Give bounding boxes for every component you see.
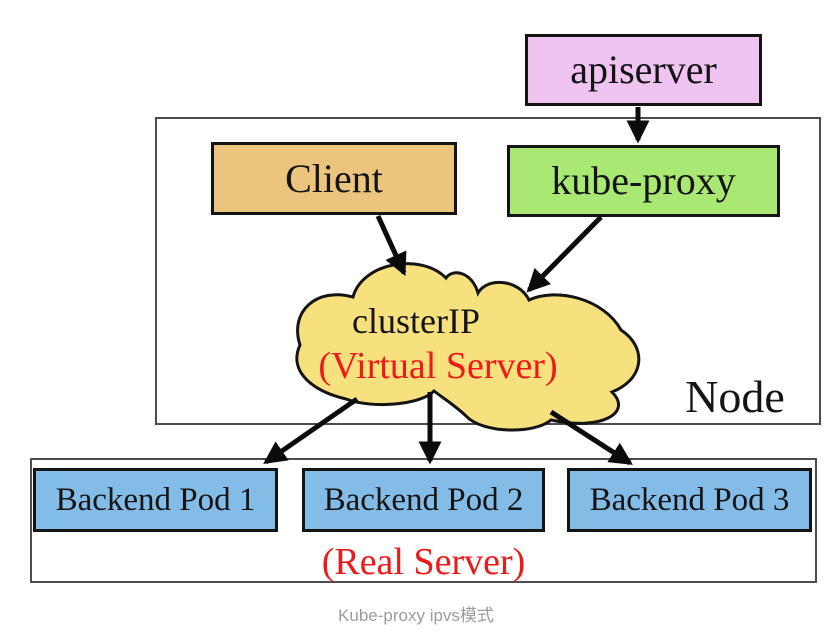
kube-proxy-label: kube-proxy	[551, 158, 736, 203]
backend-pod-3-node: Backend Pod 3	[567, 468, 812, 532]
kube-proxy-node: kube-proxy	[507, 145, 780, 217]
arrow-cluster-ip-to-backend-pod-1	[263, 396, 359, 465]
backend-pod-3-label: Backend Pod 3	[589, 481, 790, 518]
arrow-client-to-cluster-ip	[375, 214, 407, 277]
real-server-label: (Real Server)	[321, 541, 526, 583]
backend-pod-1-node: Backend Pod 1	[33, 468, 278, 532]
client-label: Client	[285, 155, 383, 201]
backend-pod-2-label: Backend Pod 2	[323, 481, 524, 518]
arrow-cluster-ip-to-backend-pod-3	[549, 409, 633, 466]
arrow-kube-proxy-to-cluster-ip	[526, 215, 603, 293]
backend-pod-2-node: Backend Pod 2	[302, 468, 545, 532]
virtual-server-label: (Virtual Server)	[318, 345, 558, 387]
diagram-caption: Kube-proxy ipvs模式	[338, 606, 494, 625]
apiserver-label: apiserver	[570, 47, 717, 92]
cluster-ip-label: clusterIP	[352, 301, 480, 341]
apiserver-node: apiserver	[525, 34, 762, 106]
node-container-label: Node	[685, 371, 785, 422]
client-node: Client	[211, 142, 457, 215]
backend-pod-1-label: Backend Pod 1	[55, 481, 256, 518]
